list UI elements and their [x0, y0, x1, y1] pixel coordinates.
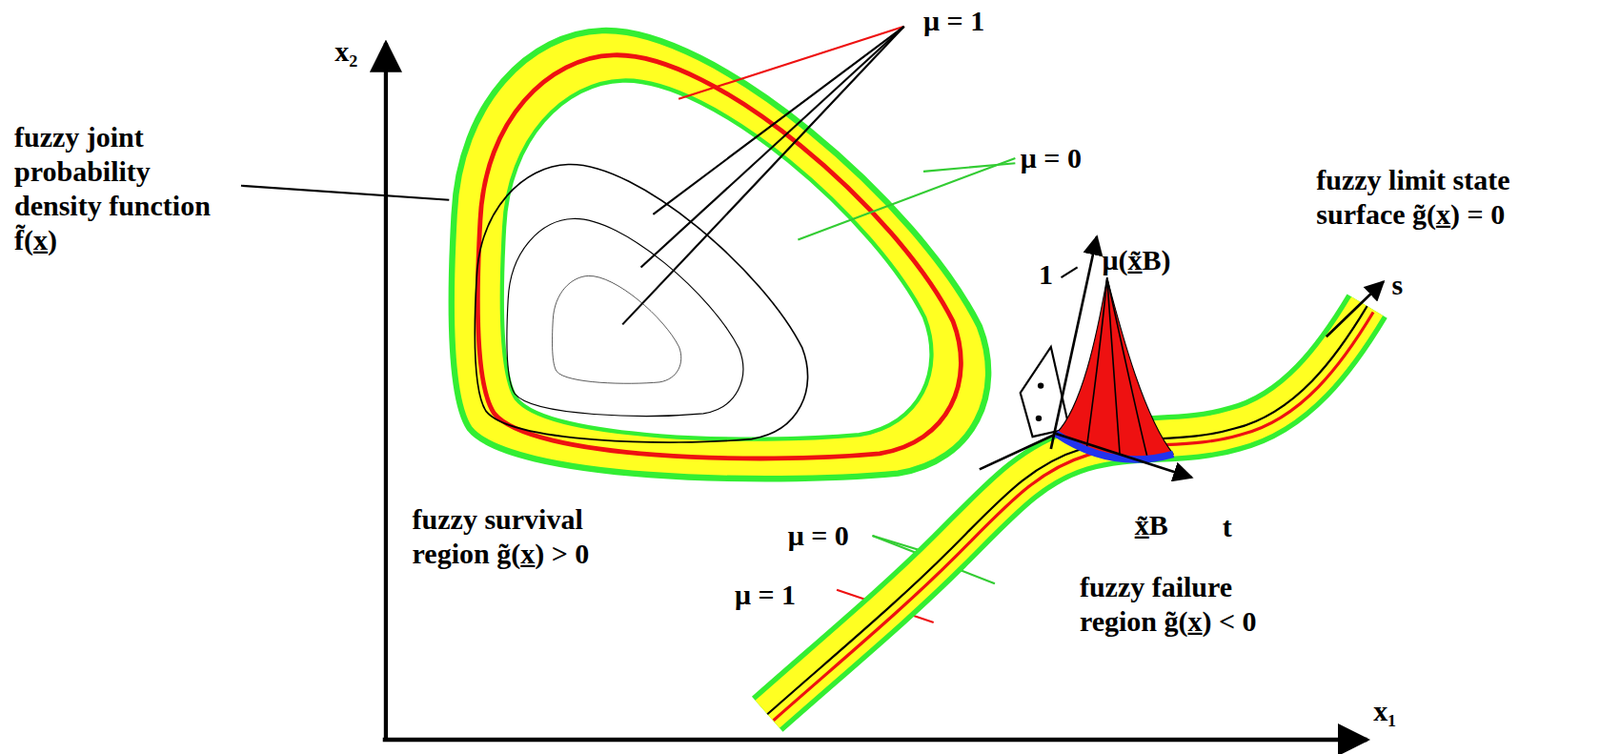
limit-state-band	[767, 305, 1374, 721]
label: x̲̃B	[1134, 507, 1169, 543]
label: x₂	[334, 34, 358, 69]
label: μ = 0	[1020, 141, 1082, 176]
label: μ = 1	[923, 3, 985, 39]
label: s	[1392, 267, 1404, 303]
label: μ = 1	[734, 577, 796, 612]
x1-axis	[383, 737, 1368, 742]
pdf-contour	[506, 218, 744, 416]
label: t	[1222, 509, 1233, 545]
pdf-mu1-contour	[477, 55, 961, 459]
label: μ(x̲̃B)	[1101, 243, 1171, 278]
label: fuzzy survival region g̃(x̲) > 0	[412, 502, 669, 571]
label: fuzzy limit state surface g̃(x̲) = 0	[1316, 162, 1592, 232]
pdf-contour	[552, 275, 682, 384]
label: μ = 0	[788, 518, 850, 553]
label: fuzzy failure region g̃(x̲) < 0	[1079, 569, 1315, 639]
label: fuzzy joint probability density function…	[14, 120, 244, 258]
membership-cone	[979, 236, 1384, 478]
label: x₁	[1373, 693, 1397, 729]
x2-axis	[384, 42, 388, 740]
label: 1	[1038, 257, 1054, 292]
leader-lines	[241, 26, 1015, 623]
pdf-inner-band	[502, 81, 932, 440]
pdf-outer-band	[451, 30, 989, 479]
